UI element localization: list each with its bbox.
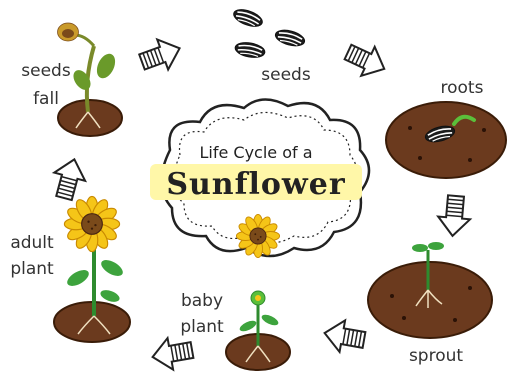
seed-icon	[234, 41, 266, 60]
arrow-icon	[437, 195, 472, 238]
title-line2: Sunflower	[166, 167, 346, 202]
stage-baby-plant: baby plant	[180, 291, 290, 370]
label-seeds: seeds	[261, 65, 311, 85]
stage-seeds: seeds	[232, 6, 311, 85]
label-roots: roots	[441, 78, 484, 98]
stage-seeds-fall: seeds fall	[21, 23, 122, 136]
label-adult-plant-2: plant	[10, 259, 54, 279]
arrow-icon	[137, 33, 186, 77]
title-badge: Life Cycle of a Sunflower	[150, 99, 369, 257]
seed-icon	[232, 6, 265, 29]
arrow-icon	[341, 37, 391, 83]
label-baby-plant-1: baby	[181, 291, 223, 311]
title-line1: Life Cycle of a	[199, 143, 312, 162]
arrow-icon	[150, 334, 195, 372]
label-adult-plant-1: adult	[10, 233, 54, 253]
sunflower-icon	[58, 23, 79, 41]
label-sprout: sprout	[409, 346, 463, 366]
stage-adult-plant: adult plant	[10, 196, 130, 342]
arrow-icon	[322, 317, 367, 355]
stage-roots: roots	[386, 78, 506, 178]
label-seeds-fall-2: fall	[33, 89, 59, 109]
seed-icon	[274, 27, 307, 48]
label-baby-plant-2: plant	[180, 317, 224, 337]
sprout-icon	[412, 244, 428, 252]
soil-mound	[58, 100, 122, 136]
soil-mound	[368, 262, 492, 338]
sunflower-icon	[64, 196, 119, 251]
label-seeds-fall-1: seeds	[21, 61, 71, 81]
soil-mound	[386, 102, 506, 178]
arrow-icon	[49, 155, 90, 202]
stage-sprout: sprout	[368, 242, 492, 366]
